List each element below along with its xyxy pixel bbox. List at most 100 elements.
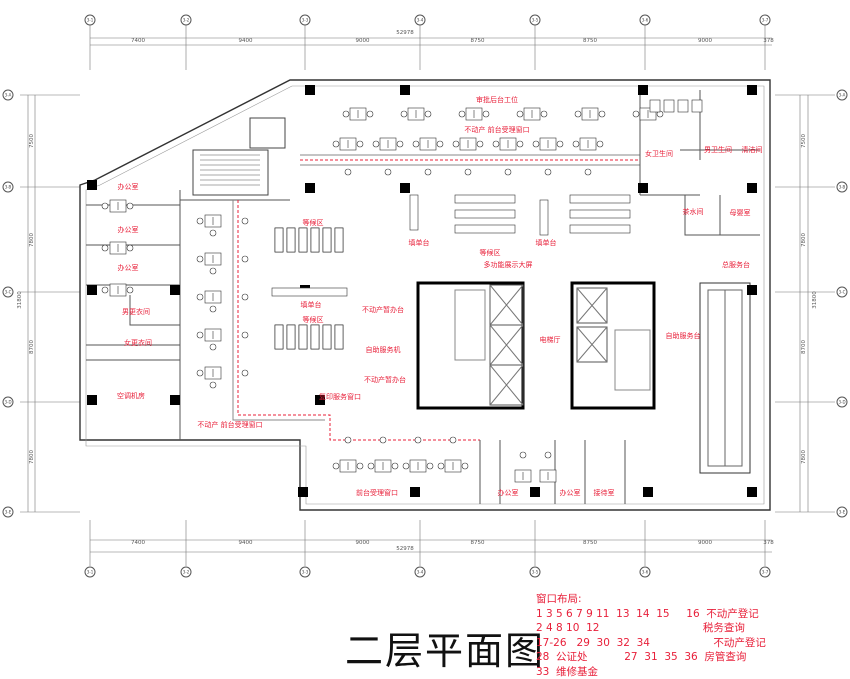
waiting-seats <box>454 224 516 234</box>
label-fill-desk-3: 填单台 <box>300 301 322 309</box>
structural-column <box>170 285 180 295</box>
dimension-span: 9000 <box>698 540 712 546</box>
structural-column <box>305 85 315 95</box>
chair <box>414 436 422 444</box>
waiting-seats <box>286 227 296 253</box>
waiting-seats <box>454 209 516 219</box>
label-office-l1: 办公室 <box>117 183 139 191</box>
chair <box>402 462 410 470</box>
chair <box>424 110 432 118</box>
chair <box>344 168 352 176</box>
toilet-stall <box>649 99 661 113</box>
chair <box>241 331 249 339</box>
dimension-span: 7800 <box>801 232 807 247</box>
label-temp-desk-2: 不动产暂办台 <box>364 376 406 384</box>
chair <box>356 140 364 148</box>
label-elevator-hall: 电梯厅 <box>539 336 561 344</box>
chair <box>209 229 217 237</box>
label-male-locker: 男更衣间 <box>122 308 150 316</box>
building-outline-inner <box>85 85 765 505</box>
waiting-seats <box>286 324 296 350</box>
dimension-span: 7400 <box>131 38 145 44</box>
waiting-seats <box>310 227 320 253</box>
structural-column <box>87 285 97 295</box>
legend-line: 2 4 8 10 12 税务查询 <box>536 622 745 634</box>
structural-column <box>643 487 653 497</box>
chair <box>584 168 592 176</box>
chair <box>101 286 109 294</box>
chair <box>482 110 490 118</box>
label-ac-room: 空调机房 <box>117 392 145 400</box>
waiting-seats <box>569 209 631 219</box>
label-main-service-desk: 总服务台 <box>722 261 750 269</box>
dimension-span: 9000 <box>355 540 370 546</box>
chair <box>461 462 469 470</box>
dimension-span: 378 <box>763 540 774 546</box>
waiting-seats <box>274 227 284 253</box>
legend-line: 33 维修基金 <box>536 665 599 678</box>
chair <box>196 293 204 301</box>
structural-column <box>87 180 97 190</box>
waiting-seats <box>539 199 549 236</box>
dimension-span: 9000 <box>698 38 712 44</box>
waiting-seats <box>334 324 344 350</box>
grid-bubble: 3-5 <box>529 14 541 26</box>
waiting-seats <box>322 227 332 253</box>
structural-column <box>747 183 757 193</box>
chair <box>519 451 527 459</box>
window-layout-legend: 窗口布局: 1 3 5 6 7 9 11 13 14 15 16 不动产登记 2… <box>536 592 766 679</box>
chair <box>366 110 374 118</box>
dim-top-total: 52978 <box>396 30 414 36</box>
dim-bottom-total: 52978 <box>396 546 414 552</box>
grid-bubble: 3-A <box>2 89 14 101</box>
dimension-span: 7800 <box>29 232 35 247</box>
waiting-seats <box>409 194 419 231</box>
chair <box>101 244 109 252</box>
chair <box>209 343 217 351</box>
legend-line: 17-26 29 30 32 34 不动产登记 <box>536 636 766 649</box>
chair <box>540 110 548 118</box>
label-male-wc: 男卫生间 <box>704 146 732 154</box>
waiting-seats <box>298 227 308 253</box>
chair <box>504 168 512 176</box>
grid-bubble: 3-2 <box>180 14 192 26</box>
chair <box>574 110 582 118</box>
grid-bubble: 3-E <box>836 506 848 518</box>
chair <box>452 140 460 148</box>
chair <box>356 462 364 470</box>
dimension-span: 7500 <box>29 134 35 148</box>
structural-column <box>400 183 410 193</box>
grid-bubble: 3-6 <box>639 14 651 26</box>
chair <box>492 140 500 148</box>
chair <box>126 244 134 252</box>
grid-bubble: 3-3 <box>299 14 311 26</box>
chair <box>532 140 540 148</box>
structural-column <box>638 85 648 95</box>
waiting-seats <box>271 287 348 297</box>
chair <box>437 462 445 470</box>
legend-heading: 窗口布局: <box>536 593 582 605</box>
dimension-span: 9400 <box>238 38 253 44</box>
label-approval-back: 审批后台工位 <box>476 96 518 104</box>
label-waiting-3: 等候区 <box>302 316 324 324</box>
chair <box>209 381 217 389</box>
label-mother-baby: 母婴室 <box>729 209 751 217</box>
structural-column <box>530 487 540 497</box>
structural-column <box>298 487 308 497</box>
chair <box>412 140 420 148</box>
label-fill-desk-1: 填单台 <box>408 239 430 247</box>
toilet-stall <box>691 99 703 113</box>
structural-column <box>747 85 757 95</box>
label-fill-desk-2: 填单台 <box>535 239 557 247</box>
dimension-span: 8700 <box>801 340 807 354</box>
waiting-seats <box>569 224 631 234</box>
grid-bubble: 3-E <box>2 506 14 518</box>
structural-column <box>638 183 648 193</box>
label-waiting-1: 等候区 <box>302 219 324 227</box>
grid-bubble: 3-4 <box>414 566 426 578</box>
dimension-span: 7800 <box>29 450 35 464</box>
structural-column <box>170 395 180 405</box>
structural-column <box>315 395 325 405</box>
chair <box>436 140 444 148</box>
